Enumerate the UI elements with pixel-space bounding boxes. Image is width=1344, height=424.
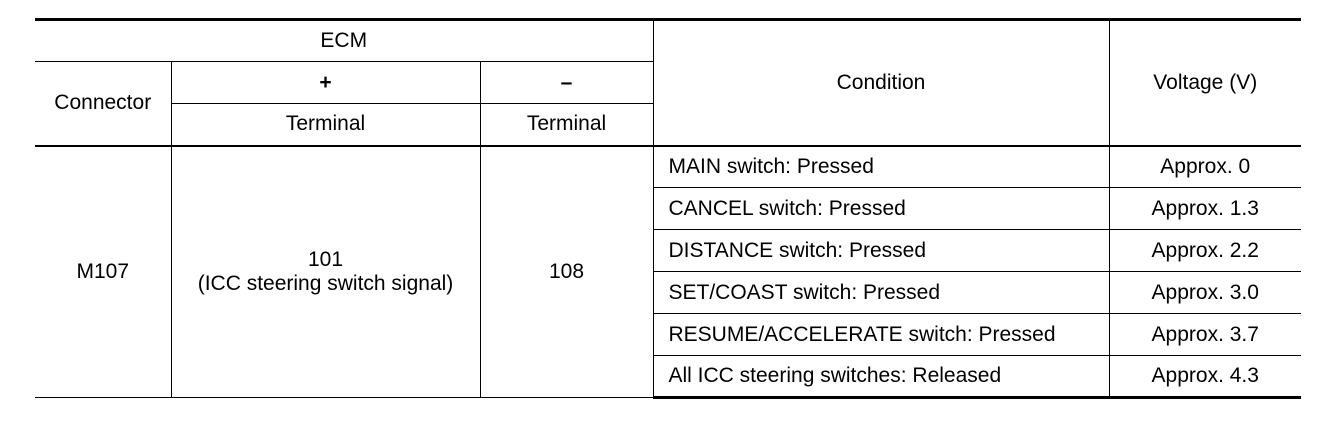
table-row: RESUME/ACCELERATE switch: Pressed Approx… bbox=[35, 313, 1301, 356]
voltage-cell: Approx. 3.0 bbox=[1108, 271, 1301, 314]
plus-terminal-cell: 101 (ICC steering switch signal) bbox=[170, 144, 481, 398]
header-row-3: Terminal Terminal bbox=[35, 103, 1301, 146]
plus-header: + bbox=[170, 61, 481, 104]
condition-cell: SET/COAST switch: Pressed bbox=[652, 271, 1110, 314]
condition-cell: CANCEL switch: Pressed bbox=[652, 187, 1110, 230]
connector-cell: M107 bbox=[35, 144, 172, 398]
voltage-cell: Approx. 0 bbox=[1108, 144, 1301, 188]
voltage-cell: Approx. 4.3 bbox=[1108, 355, 1301, 399]
table-row: All ICC steering switches: Released Appr… bbox=[35, 355, 1301, 399]
condition-cell: RESUME/ACCELERATE switch: Pressed bbox=[652, 313, 1110, 356]
table-row: SET/COAST switch: Pressed Approx. 3.0 bbox=[35, 271, 1301, 314]
voltage-cell: Approx. 1.3 bbox=[1108, 187, 1301, 230]
table-row: M107 101 (ICC steering switch signal) 10… bbox=[35, 144, 1301, 398]
condition-cell: All ICC steering switches: Released bbox=[652, 355, 1110, 399]
terminal-plus-header: Terminal bbox=[170, 103, 481, 146]
minus-terminal-cell: 108 bbox=[479, 144, 654, 398]
voltage-header: Voltage (V) bbox=[1108, 18, 1301, 146]
ecm-terminal-voltage-table: ECM Condition Voltage (V) Connector + – … bbox=[35, 18, 1301, 399]
plus-terminal-description: (ICC steering switch signal) bbox=[197, 271, 454, 295]
terminal-minus-header: Terminal bbox=[479, 103, 654, 146]
condition-header: Condition bbox=[652, 18, 1110, 146]
condition-cell: DISTANCE switch: Pressed bbox=[652, 229, 1110, 272]
header-row-1: ECM Condition Voltage (V) bbox=[35, 18, 1301, 146]
condition-cell: MAIN switch: Pressed bbox=[652, 144, 1110, 188]
minus-header: – bbox=[479, 61, 654, 104]
voltage-cell: Approx. 2.2 bbox=[1108, 229, 1301, 272]
ecm-header: ECM bbox=[35, 18, 654, 62]
plus-terminal-number: 101 bbox=[307, 247, 344, 271]
table-row: CANCEL switch: Pressed Approx. 1.3 bbox=[35, 187, 1301, 230]
connector-header: Connector bbox=[35, 61, 172, 146]
voltage-cell: Approx. 3.7 bbox=[1108, 313, 1301, 356]
